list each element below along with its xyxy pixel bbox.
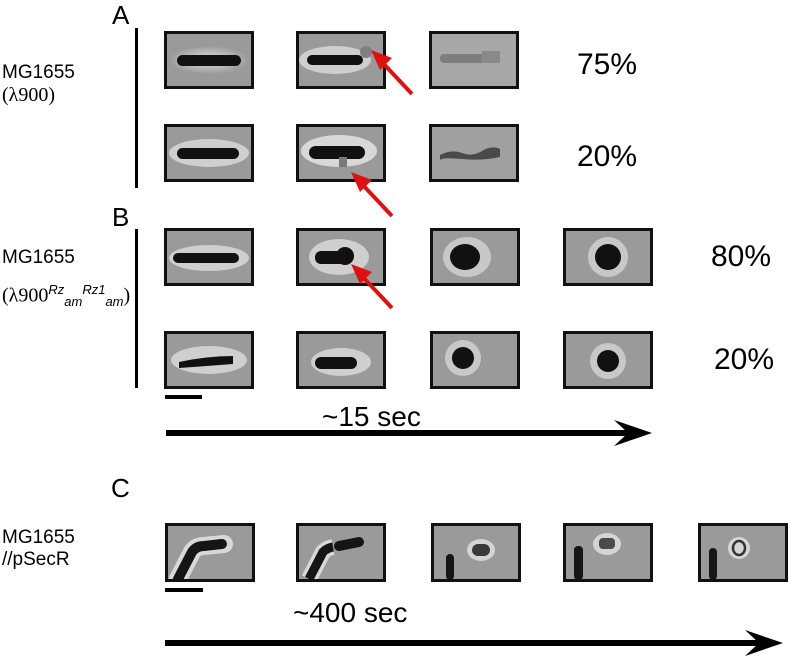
micrograph-b1-1: [164, 228, 254, 286]
strain-label-c: MG1655 //pSecR: [2, 527, 75, 571]
strain-label-a: MG1655 (λ900): [2, 62, 75, 106]
micrograph-c-5: [698, 523, 788, 582]
strain-label-b: MG1655 (λ900RzamRz1am): [2, 247, 130, 313]
micrograph-a2-2: [296, 124, 386, 182]
strain-name: MG1655: [2, 62, 75, 83]
red-arrow-icon: [371, 50, 414, 96]
time-label-c: ~400 sec: [293, 597, 408, 628]
micrograph-b1-4: [563, 228, 653, 286]
time-arrow-c-icon: [165, 630, 783, 656]
scale-bar-c: [165, 588, 203, 592]
micrograph-c-2: [296, 523, 386, 582]
micrograph-b1-3: [430, 228, 520, 286]
micrograph-a2-3: [429, 124, 519, 182]
time-arrow-b-icon: [166, 420, 652, 446]
row-group-bracket-b: [135, 229, 138, 388]
red-arrow-icon: [351, 264, 394, 310]
percent-a1: 75%: [577, 48, 638, 81]
micrograph-b2-2: [296, 331, 386, 389]
micrograph-b2-4: [563, 331, 653, 389]
micrograph-c-4: [563, 523, 653, 582]
micrograph-a1-1: [164, 31, 254, 89]
micrograph-c-3: [431, 523, 521, 582]
strain-name: MG1655: [2, 527, 75, 548]
time-label-b: ~15 sec: [322, 401, 421, 432]
red-arrow-icon: [351, 172, 394, 218]
strain-genotype: (λ900RzamRz1am): [2, 282, 131, 310]
percent-a2: 20%: [577, 140, 638, 173]
strain-genotype: (λ900): [2, 84, 56, 106]
micrograph-b2-3: [430, 331, 520, 389]
percent-b1: 80%: [711, 240, 772, 273]
panel-label-b: B: [112, 202, 130, 232]
micrograph-a1-3: [429, 31, 519, 89]
micrograph-c-1: [165, 523, 255, 582]
panel-label-c: C: [111, 473, 130, 503]
micrograph-b1-2: [296, 228, 386, 286]
micrograph-b2-1: [164, 331, 254, 389]
panel-label-a: A: [112, 0, 130, 30]
row-group-bracket-a: [135, 28, 138, 188]
micrograph-a2-1: [164, 124, 254, 182]
scale-bar-b: [165, 395, 202, 399]
strain-name: MG1655: [2, 247, 75, 268]
percent-b2: 20%: [714, 343, 775, 376]
strain-plasmid: //pSecR: [2, 549, 70, 570]
